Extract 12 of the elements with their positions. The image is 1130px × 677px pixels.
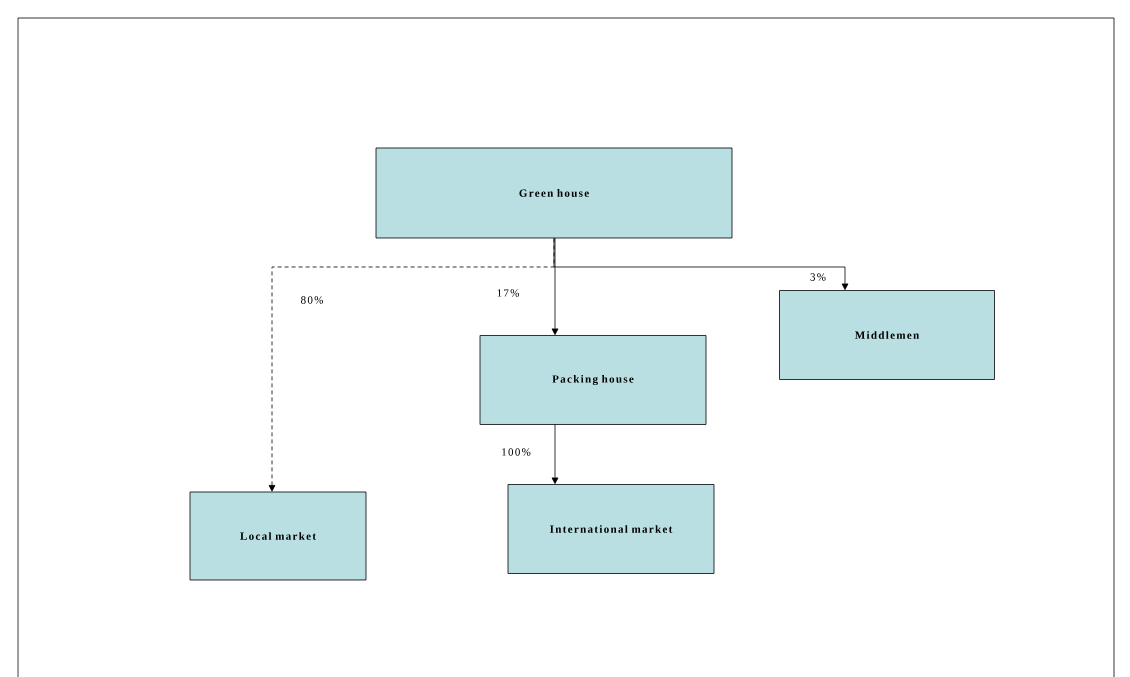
edge-label: 3% xyxy=(810,273,826,281)
arrow xyxy=(551,237,559,335)
edge-label: 17% xyxy=(497,289,519,297)
edge-label: 100% xyxy=(502,448,531,456)
process-box: Green house xyxy=(375,147,733,239)
arrow xyxy=(553,238,849,290)
arrow xyxy=(551,424,559,484)
edge-label: 80% xyxy=(301,296,323,304)
process-box: Local market xyxy=(189,491,367,581)
process-box: Middlemen xyxy=(779,290,995,380)
process-box: Packing house xyxy=(479,335,707,425)
process-box: International market xyxy=(507,484,715,574)
